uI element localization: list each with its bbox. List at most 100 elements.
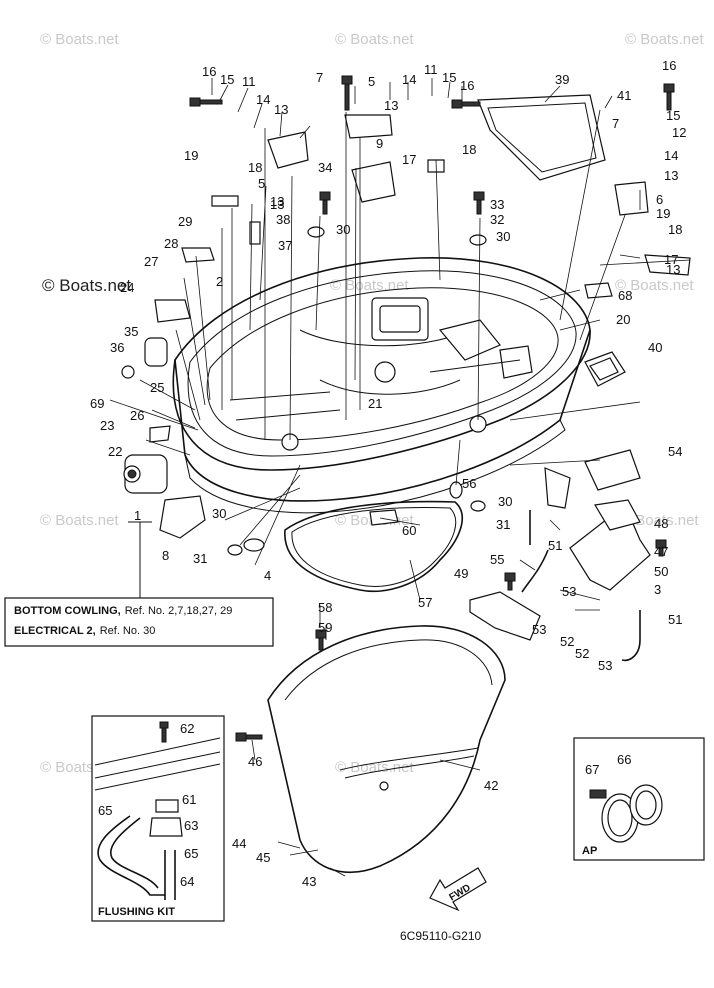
leader-lines <box>109 78 691 877</box>
part-number-label: 5 <box>258 176 265 191</box>
part-number-label: 11 <box>242 74 256 89</box>
reference-callout-box: BOTTOM COWLING,Ref. No. 2,7,18,27, 29 EL… <box>4 521 274 647</box>
watermark: © Boats.net <box>40 31 119 48</box>
watermark: © Boats.net <box>335 759 414 776</box>
part-number-label: 41 <box>617 88 631 103</box>
part-number-label: 16 <box>202 64 216 79</box>
ap-title: AP <box>582 845 597 857</box>
part-number-label: 13 <box>666 262 680 277</box>
part-number-label: 14 <box>256 92 270 107</box>
part-number-label: 45 <box>256 850 270 865</box>
part-number-label: 38 <box>276 212 290 227</box>
part-number-label: 51 <box>668 612 682 627</box>
part-number-label: 18 <box>248 160 262 175</box>
part-number-label: 24 <box>120 280 134 295</box>
part-number-label: 52 <box>575 646 589 661</box>
part-number-label: 17 <box>402 152 416 167</box>
part-number-label: 16 <box>460 78 474 93</box>
left-side-parts <box>121 221 487 556</box>
part-number-label: 30 <box>212 506 226 521</box>
watermark: © Boats.net <box>615 277 694 294</box>
part-number-label: 26 <box>130 408 144 423</box>
part-number-label: 6 <box>656 192 663 207</box>
part-label-1: 1 <box>134 508 141 523</box>
part-number-label: 13 <box>270 194 284 209</box>
part-number-label: 36 <box>110 340 124 355</box>
part-number-label: 5 <box>368 74 375 89</box>
diagram-code: 6C95110-G210 <box>400 929 481 943</box>
part-number-label: 51 <box>548 538 562 553</box>
callout-line1: BOTTOM COWLING,Ref. No. 2,7,18,27, 29 <box>14 605 232 617</box>
part-number-label: 30 <box>496 229 510 244</box>
forward-arrow-icon: FWD <box>429 867 487 912</box>
part-number-label: 30 <box>336 222 350 237</box>
part-number-label: 62 <box>180 721 194 736</box>
part-number-label: 58 <box>318 600 332 615</box>
part-number-label: 28 <box>164 236 178 251</box>
part-number-label: 46 <box>248 754 262 769</box>
watermark: © Boats.net <box>335 31 414 48</box>
part-number-label: 18 <box>462 142 476 157</box>
part-number-label: 50 <box>654 564 668 579</box>
right-side-parts <box>469 351 651 662</box>
part-number-label: 59 <box>318 620 332 635</box>
part-number-label: 53 <box>532 622 546 637</box>
part-number-label: 31 <box>496 517 510 532</box>
part-number-label: 20 <box>616 312 630 327</box>
part-number-label: 13 <box>274 102 288 117</box>
part-number-label: 53 <box>562 584 576 599</box>
bottom-cowling-assembly <box>172 257 591 514</box>
part-number-label: 32 <box>490 212 504 227</box>
part-number-label: 16 <box>662 58 676 73</box>
ap-box: AP <box>573 737 705 861</box>
part-number-label: 13 <box>664 168 678 183</box>
part-number-label: 65 <box>184 846 198 861</box>
part-number-label: 61 <box>182 792 196 807</box>
part-number-label: 34 <box>318 160 332 175</box>
part-number-label: 53 <box>598 658 612 673</box>
flushing-kit-title: FLUSHING KIT <box>98 906 175 918</box>
watermark-prominent: © Boats.net <box>42 276 131 295</box>
top-parts <box>211 94 691 526</box>
part-number-label: 43 <box>302 874 316 889</box>
part-number-label: 7 <box>316 70 323 85</box>
seal-part-57 <box>284 500 464 592</box>
part-number-label: 56 <box>462 476 476 491</box>
part-number-label: 54 <box>668 444 682 459</box>
part-number-label: 65 <box>98 803 112 818</box>
part-number-label: 19 <box>184 148 198 163</box>
watermark: © Boats.net <box>40 512 119 529</box>
part-number-label: 14 <box>664 148 678 163</box>
part-number-label: 9 <box>376 136 383 151</box>
part-number-label: 55 <box>490 552 504 567</box>
bolt-icons <box>159 75 675 742</box>
part-number-label: 33 <box>490 197 504 212</box>
part-number-label: 69 <box>90 396 104 411</box>
part-number-label: 68 <box>618 288 632 303</box>
part-number-label: 15 <box>666 108 680 123</box>
part-number-label: 44 <box>232 836 246 851</box>
part-number-label: 8 <box>162 548 169 563</box>
part-number-label: 19 <box>656 206 670 221</box>
part-number-label: 12 <box>672 125 686 140</box>
part-number-label: 13 <box>384 98 398 113</box>
part-number-label: 25 <box>150 380 164 395</box>
part-number-label: 18 <box>668 222 682 237</box>
watermark: © Boats.net <box>620 512 699 529</box>
part-number-label: 22 <box>108 444 122 459</box>
part-number-label: 14 <box>402 72 416 87</box>
part-number-label: 42 <box>484 778 498 793</box>
part-number-label: 64 <box>180 874 194 889</box>
part-number-label: 60 <box>402 523 416 538</box>
part-number-label: 29 <box>178 214 192 229</box>
lower-cowling-part-42 <box>267 625 506 874</box>
part-number-label: 30 <box>498 494 512 509</box>
watermark: © Boats.net <box>330 277 409 294</box>
part-number-label: 15 <box>442 70 456 85</box>
part-number-label: 31 <box>193 551 207 566</box>
part-number-label: 48 <box>654 516 668 531</box>
part-number-label: 15 <box>220 72 234 87</box>
part-number-label: 11 <box>424 62 438 77</box>
